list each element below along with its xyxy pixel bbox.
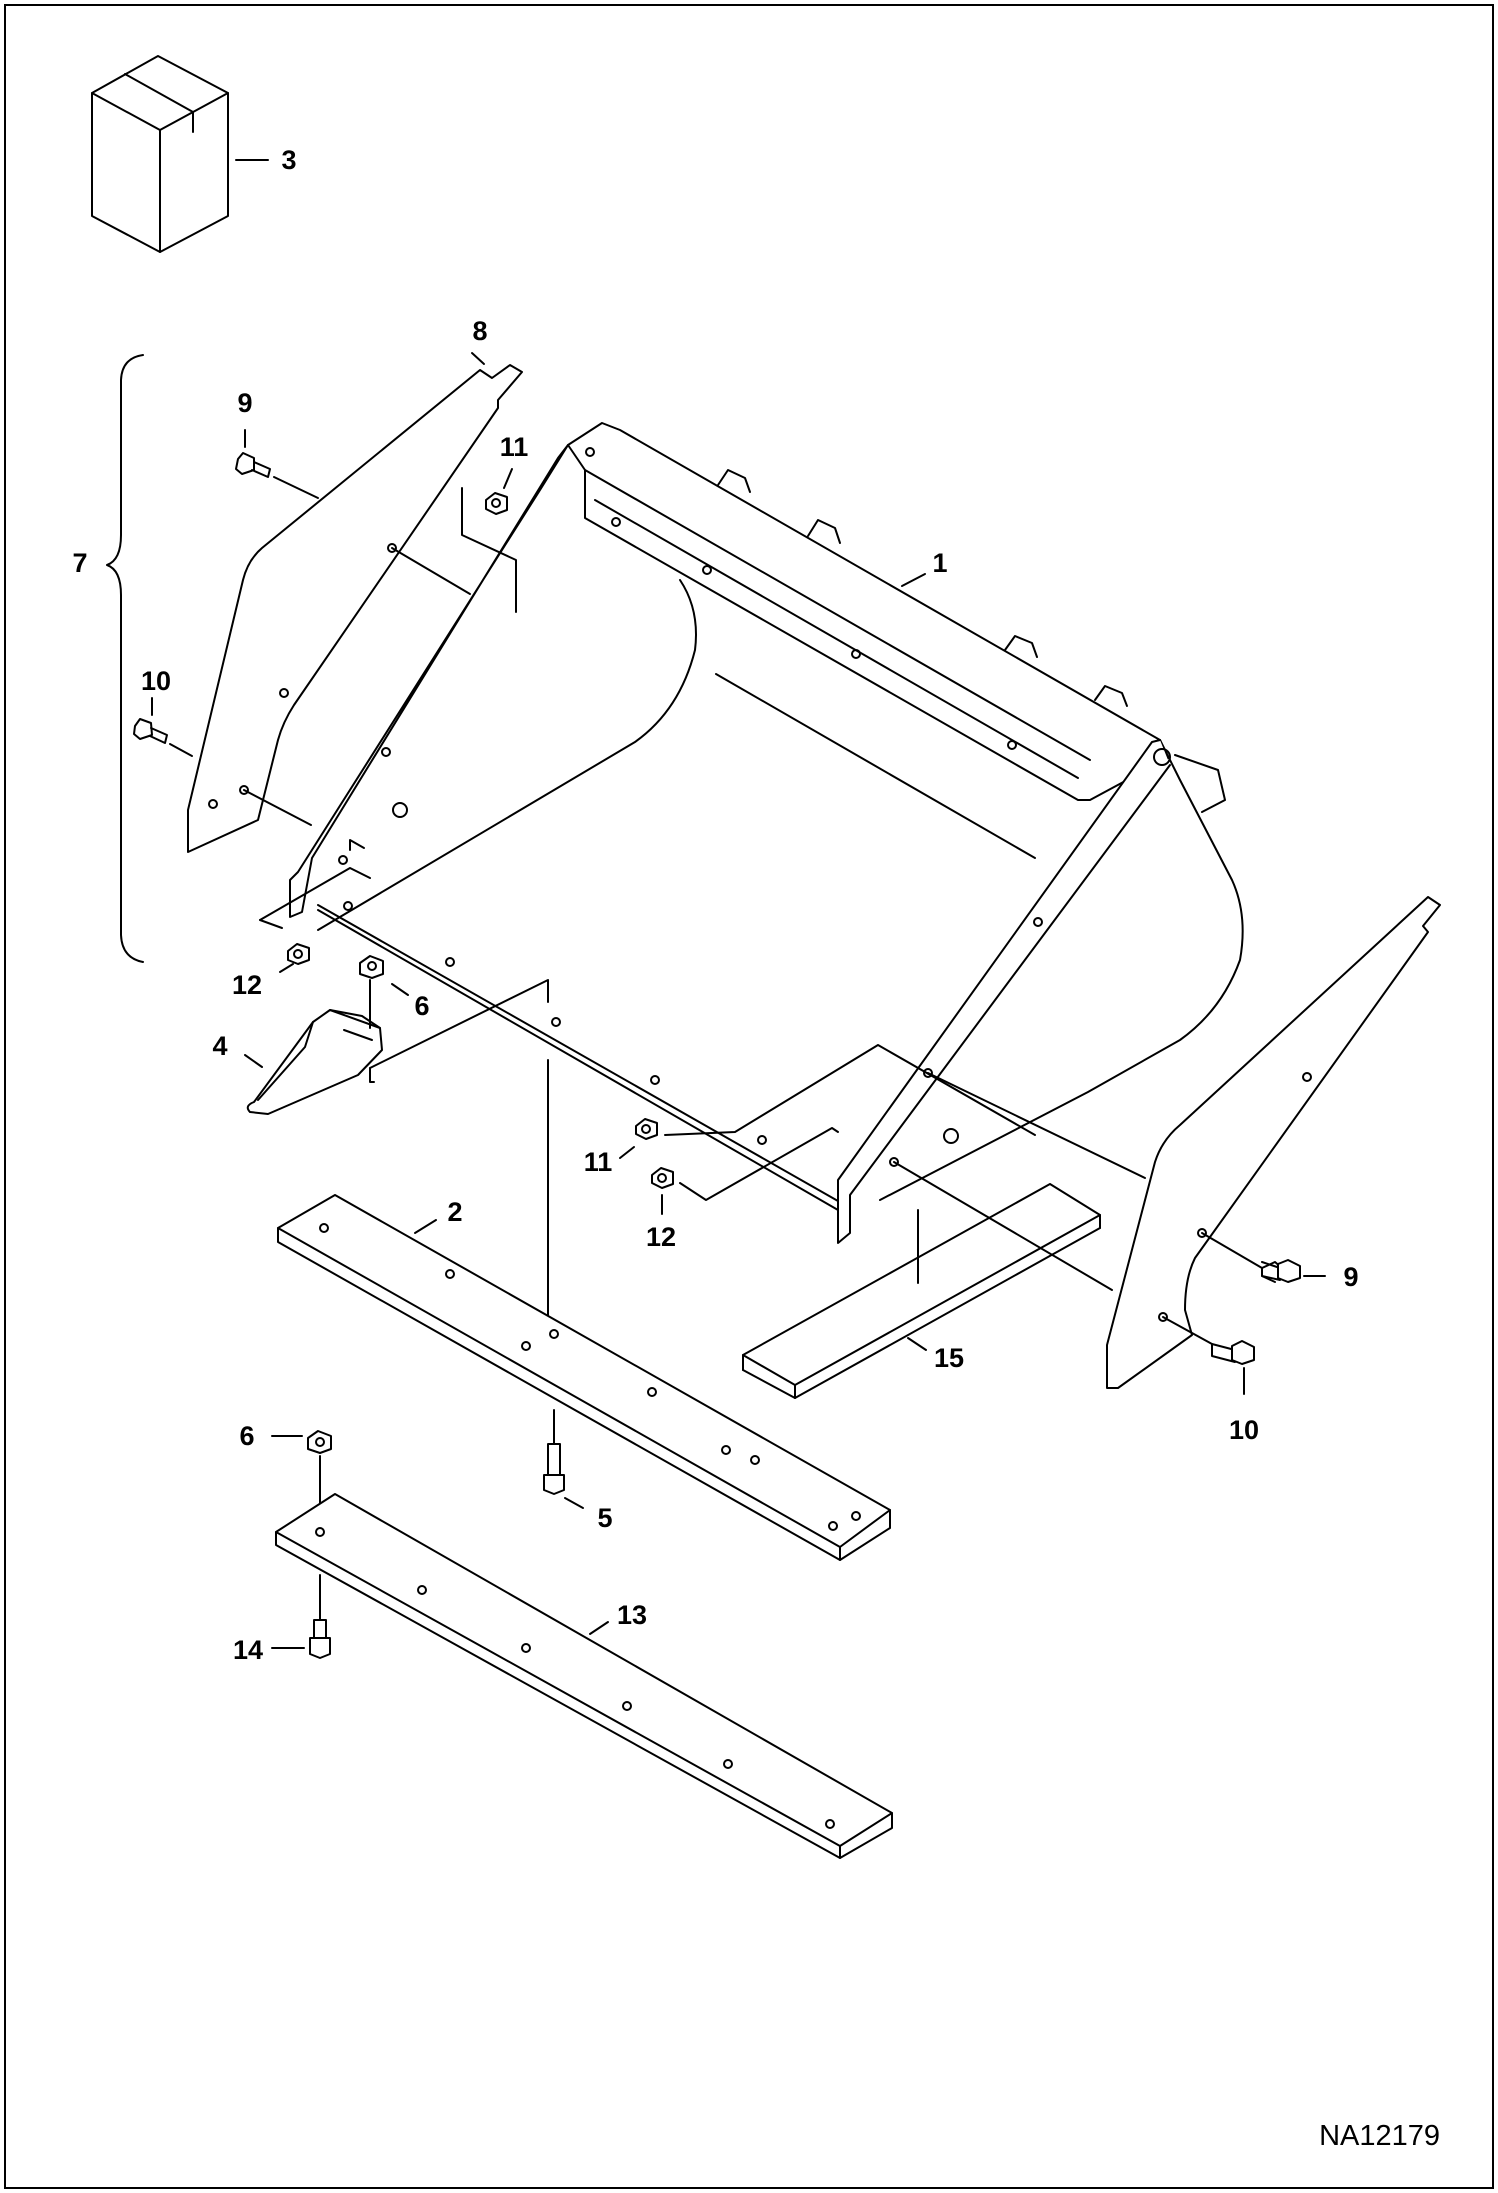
part-10-bolt-left xyxy=(133,718,168,744)
part-4-tooth xyxy=(246,1009,383,1115)
part-12-nut-right xyxy=(651,1167,674,1189)
explode-lines-left xyxy=(243,547,549,1321)
callout-11-lower: 11 xyxy=(583,1147,613,1177)
callout-6-upper: 6 xyxy=(414,991,430,1021)
part-6-nut-upper xyxy=(359,955,384,1029)
part-3-box xyxy=(91,55,229,253)
leader-6a xyxy=(391,983,409,996)
leader-11b xyxy=(619,1146,635,1159)
leader-8 xyxy=(471,352,485,365)
callout-14: 14 xyxy=(232,1635,264,1665)
callout-2: 2 xyxy=(447,1197,463,1227)
part-2-cutting-edge xyxy=(277,1194,891,1561)
callout-3: 3 xyxy=(281,145,297,175)
drawing-border xyxy=(4,4,1494,2189)
leader-9a-tail xyxy=(273,476,319,499)
callout-7: 7 xyxy=(72,548,88,578)
drawing-number: NA12179 xyxy=(1319,2120,1440,2152)
part-8-left-side-plate xyxy=(187,364,523,853)
part-10-bolt-right xyxy=(1211,1340,1255,1365)
callout-6-lower: 6 xyxy=(239,1421,255,1451)
leader-12a xyxy=(279,963,294,973)
part-13-cutting-edge-lower xyxy=(275,1493,893,1859)
callout-9-right: 9 xyxy=(1343,1262,1359,1292)
part-12-nut-left xyxy=(287,943,310,965)
leader-2 xyxy=(414,1219,437,1234)
part-11-nut-lower xyxy=(635,1118,658,1140)
callout-1: 1 xyxy=(932,548,948,578)
leader-11a xyxy=(503,468,513,489)
callout-8: 8 xyxy=(472,316,488,346)
callout-9-left: 9 xyxy=(237,388,253,418)
callout-15: 15 xyxy=(933,1343,965,1373)
callout-4: 4 xyxy=(212,1031,228,1061)
leader-10a-tail xyxy=(169,743,193,757)
callout-12-left: 12 xyxy=(231,970,263,1000)
callout-10-right: 10 xyxy=(1228,1415,1260,1445)
part-14-bolt xyxy=(309,1574,331,1659)
leader-1 xyxy=(901,573,926,587)
leader-5 xyxy=(564,1497,584,1509)
callout-5: 5 xyxy=(597,1503,613,1533)
leader-15 xyxy=(907,1337,927,1351)
explode-lines-right xyxy=(664,1044,1263,1345)
part-1-bucket xyxy=(289,422,1244,1244)
part-9-bolt-right xyxy=(1261,1259,1301,1283)
callout-11-upper: 11 xyxy=(499,432,529,462)
callout-13: 13 xyxy=(616,1600,648,1630)
callout-10-left: 10 xyxy=(140,666,172,696)
part-8-right-side-plate xyxy=(1106,896,1441,1389)
callout-12-right: 12 xyxy=(645,1222,677,1252)
part-9-bolt-left xyxy=(235,452,271,478)
leader-4 xyxy=(244,1054,263,1068)
part-15-wear-strip xyxy=(742,1183,1101,1399)
part-5-bolt xyxy=(543,1409,565,1495)
part-11-nut-upper xyxy=(461,487,517,613)
leader-13 xyxy=(589,1621,609,1635)
group-7-brace xyxy=(106,354,144,963)
